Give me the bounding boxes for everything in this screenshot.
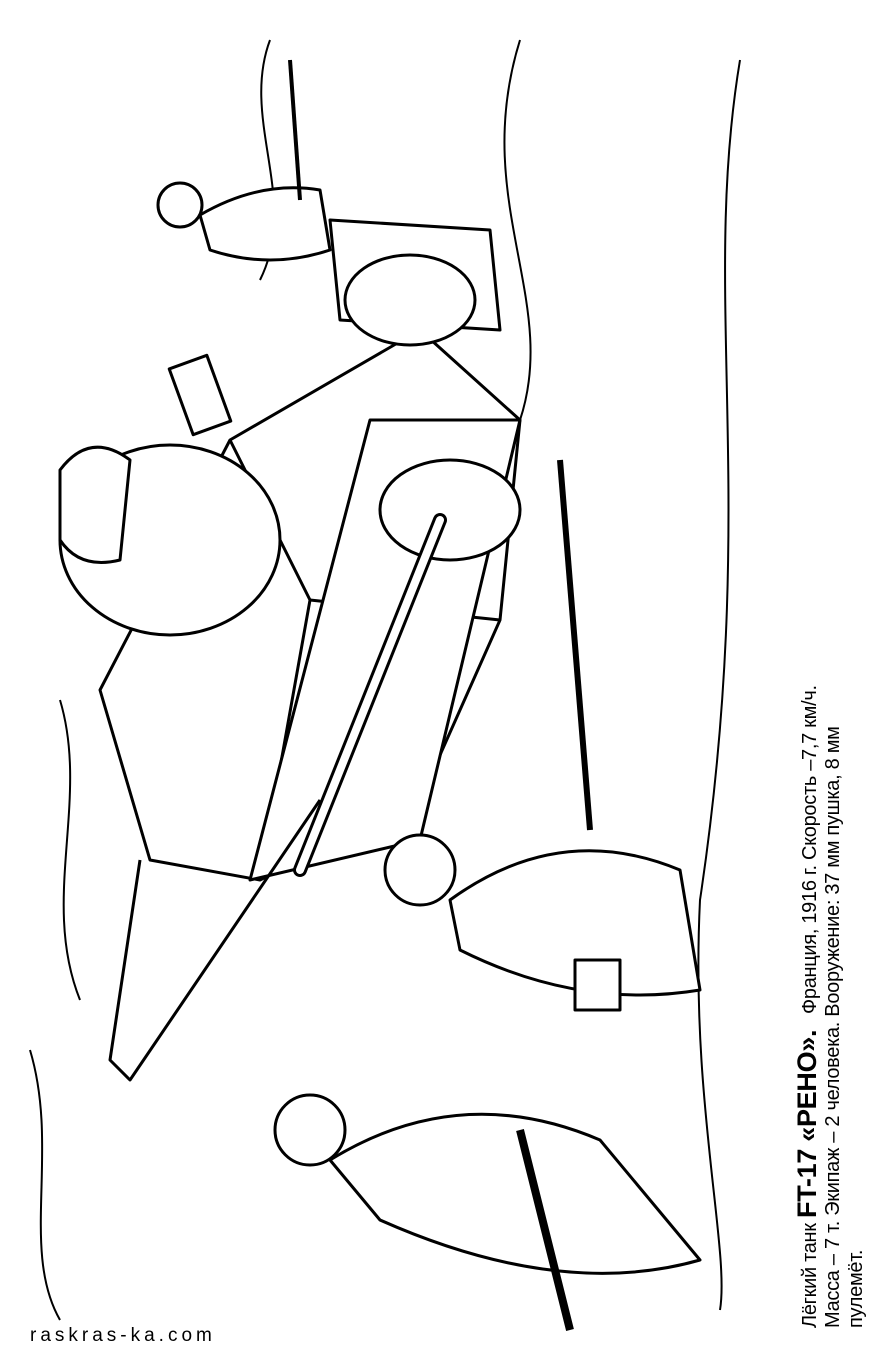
tank-caption: Лёгкий танк FT-17 «РЕНО». Франция, 1916 … [792,418,868,1328]
soldier-middle [383,459,702,1012]
caption-origin-speed: Франция, 1916 г. Скорость –7,7 км/ч. [799,685,821,1015]
tank-tail-skid [108,799,322,1082]
watermark: raskras-ka.com [30,1325,216,1346]
soldier-bottom [273,1093,702,1331]
caption-title: FT-17 «РЕНО». [792,1029,822,1218]
caption-line-2: Масса – 7 т. Экипаж – 2 человека. Вооруж… [822,726,844,1328]
ground-lines [29,39,741,1321]
soldier-top [156,59,332,262]
tank [58,218,522,1082]
caption-line-1: Лёгкий танк FT-17 «РЕНО». Франция, 1916 … [792,418,822,1328]
caption-prefix: Лёгкий танк [799,1223,821,1328]
caption-line-3: пулемёт. [845,1249,867,1328]
